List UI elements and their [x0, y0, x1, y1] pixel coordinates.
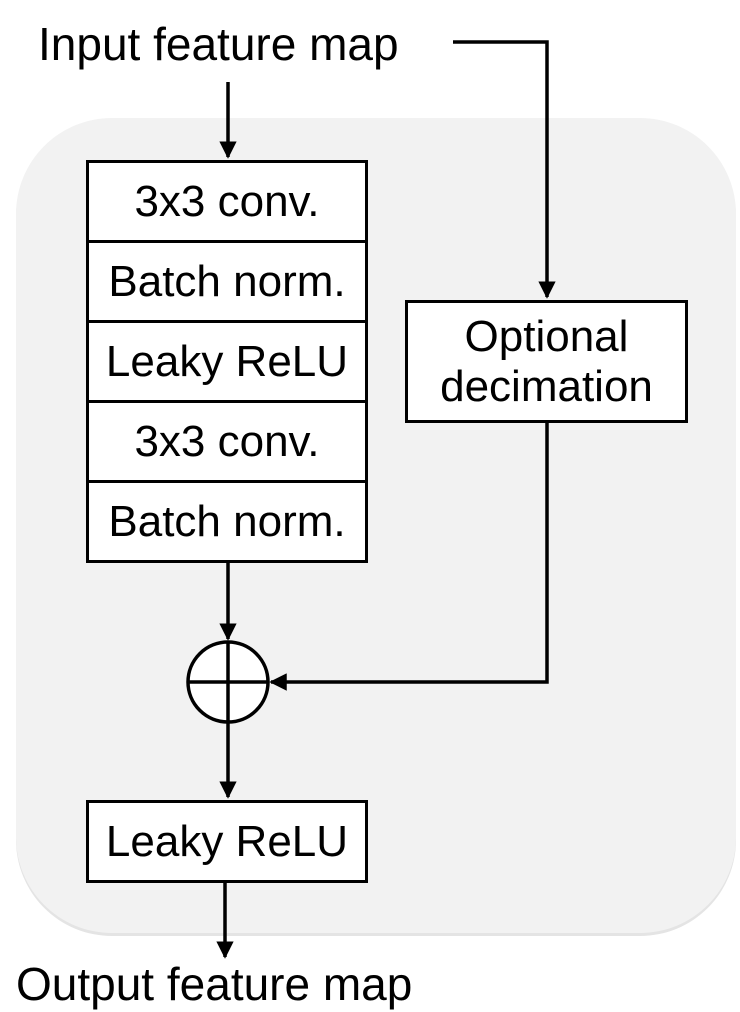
final-leaky-relu-box: Leaky ReLU	[86, 800, 368, 883]
optional-decimation-box: Optional decimation	[405, 300, 688, 423]
layer-batchnorm-1: Batch norm.	[89, 243, 365, 323]
arrow-input-to-decimation	[453, 40, 556, 299]
layer-conv-1: 3x3 conv.	[89, 163, 365, 243]
layer-conv-2: 3x3 conv.	[89, 403, 365, 483]
layer-leaky-relu-1: Leaky ReLU	[89, 323, 365, 403]
output-label: Output feature map	[16, 958, 413, 1010]
layer-batchnorm-2: Batch norm.	[108, 496, 346, 546]
circled-plus-icon	[186, 640, 270, 724]
input-label: Input feature map	[38, 18, 399, 70]
main-path-stack: 3x3 conv. Batch norm. Leaky ReLU 3x3 con…	[86, 160, 368, 563]
arrow-decimation-to-sum	[269, 423, 549, 691]
